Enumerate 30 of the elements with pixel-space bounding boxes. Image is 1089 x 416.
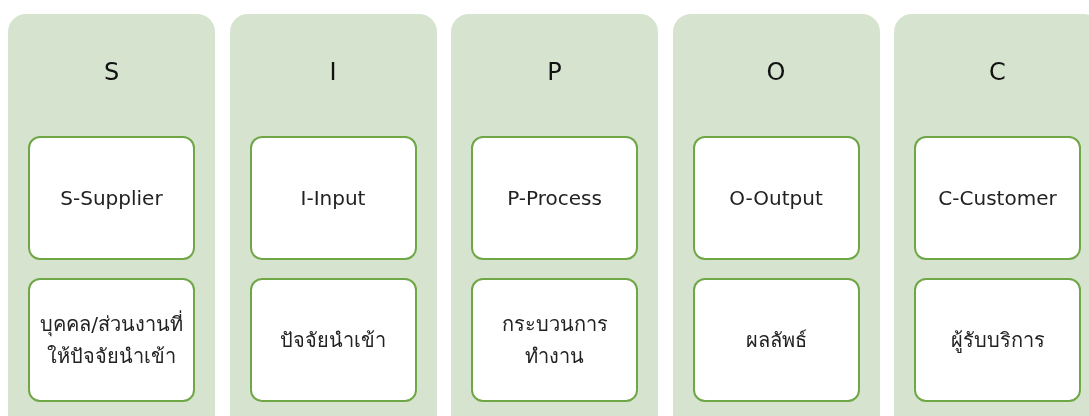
box-text: บุคคล/ส่วนงานที่ให้ปัจจัยนำเข้า: [39, 309, 184, 370]
box-text: ผลลัพธ์: [744, 327, 808, 354]
box-text: กระบวนการทำงาน: [500, 311, 609, 370]
box-text: ผู้รับบริการ: [949, 327, 1046, 355]
box-text: O-Output: [728, 185, 824, 212]
column-heading: S: [102, 58, 121, 86]
box-text: P-Process: [506, 185, 603, 212]
content-box: [692, 278, 860, 402]
column-heading: I: [328, 58, 338, 86]
content-box: [249, 136, 417, 260]
box-text: ปัจจัยนำเข้า: [279, 327, 387, 354]
column-heading: O: [765, 58, 787, 86]
content-box: [28, 278, 195, 402]
content-box: [28, 136, 195, 260]
column-heading: P: [546, 58, 563, 86]
content-box: [914, 278, 1081, 402]
column-panel: [8, 14, 215, 416]
column-panel: [451, 14, 658, 416]
box-text: I-Input: [299, 185, 367, 212]
column-heading: C: [988, 58, 1007, 86]
content-box: [249, 278, 417, 402]
content-box: [692, 136, 860, 260]
content-box: [471, 278, 638, 402]
column-panel: [894, 14, 1089, 416]
box-text: S-Supplier: [59, 185, 164, 212]
column-panel: [672, 14, 880, 416]
box-text: C-Customer: [937, 185, 1058, 212]
content-box: [914, 136, 1081, 260]
content-box: [471, 136, 638, 260]
column-panel: [229, 14, 437, 416]
